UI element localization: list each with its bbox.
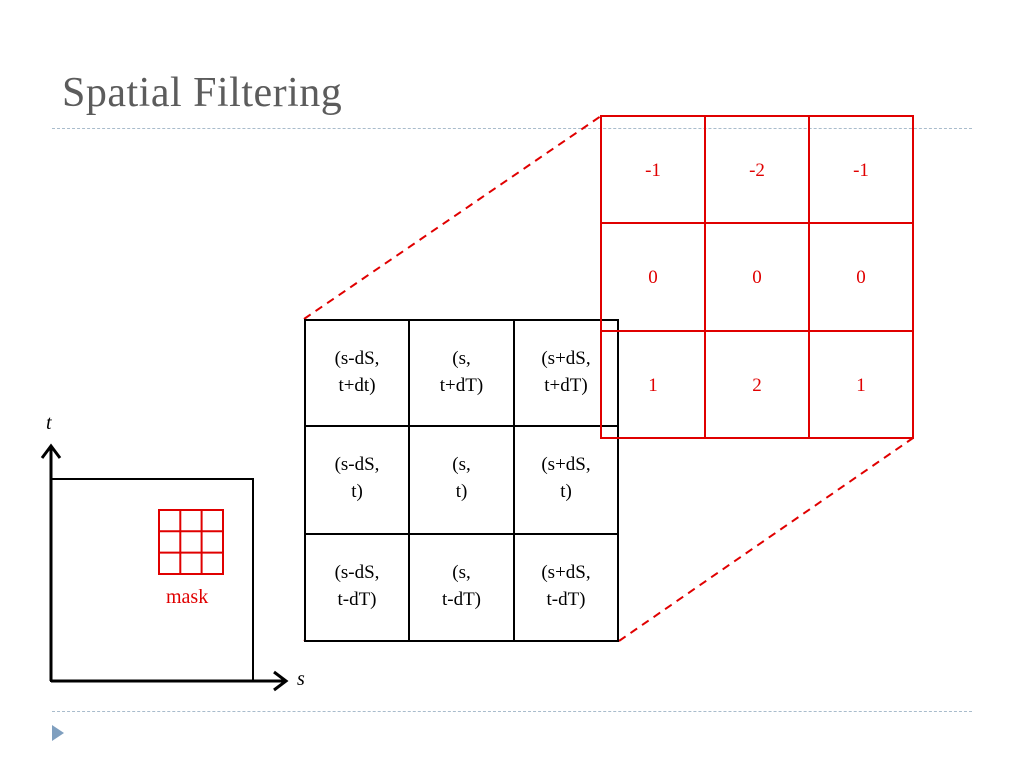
footer-divider xyxy=(52,711,972,712)
mask-cell-middle-right: 0 xyxy=(808,222,914,332)
grid-cell-middle-center: (s, t) xyxy=(408,425,515,535)
mask-cell-middle-left: 0 xyxy=(600,222,706,332)
mask-cell-top-left: -1 xyxy=(600,115,706,224)
grid-cell-middle-left: (s-dS, t) xyxy=(304,425,410,535)
grid-cell-middle-right: (s+dS, t) xyxy=(513,425,619,535)
grid-cell-bottom-center: (s, t-dT) xyxy=(408,533,515,642)
mask-cell-bottom-left: 1 xyxy=(600,330,706,439)
mask-cell-top-center: -2 xyxy=(704,115,810,224)
mask-cell-bottom-center: 2 xyxy=(704,330,810,439)
slide-title: Spatial Filtering xyxy=(62,70,343,116)
mask-cell-top-right: -1 xyxy=(808,115,914,224)
axes xyxy=(40,443,289,692)
t-axis-label: t xyxy=(46,412,52,434)
grid-cell-top-left: (s-dS, t+dt) xyxy=(304,319,410,427)
grid-cell-bottom-left: (s-dS, t-dT) xyxy=(304,533,410,642)
mask-cell-middle-center: 0 xyxy=(704,222,810,332)
small-mask-grid xyxy=(158,509,224,575)
s-axis-label: s xyxy=(297,668,305,690)
mask-cell-bottom-right: 1 xyxy=(808,330,914,439)
grid-cell-top-center: (s, t+dT) xyxy=(408,319,515,427)
title-divider xyxy=(52,128,972,129)
bullet-triangle-icon xyxy=(52,725,64,741)
grid-cell-bottom-right: (s+dS, t-dT) xyxy=(513,533,619,642)
mask-label: mask xyxy=(166,586,209,608)
